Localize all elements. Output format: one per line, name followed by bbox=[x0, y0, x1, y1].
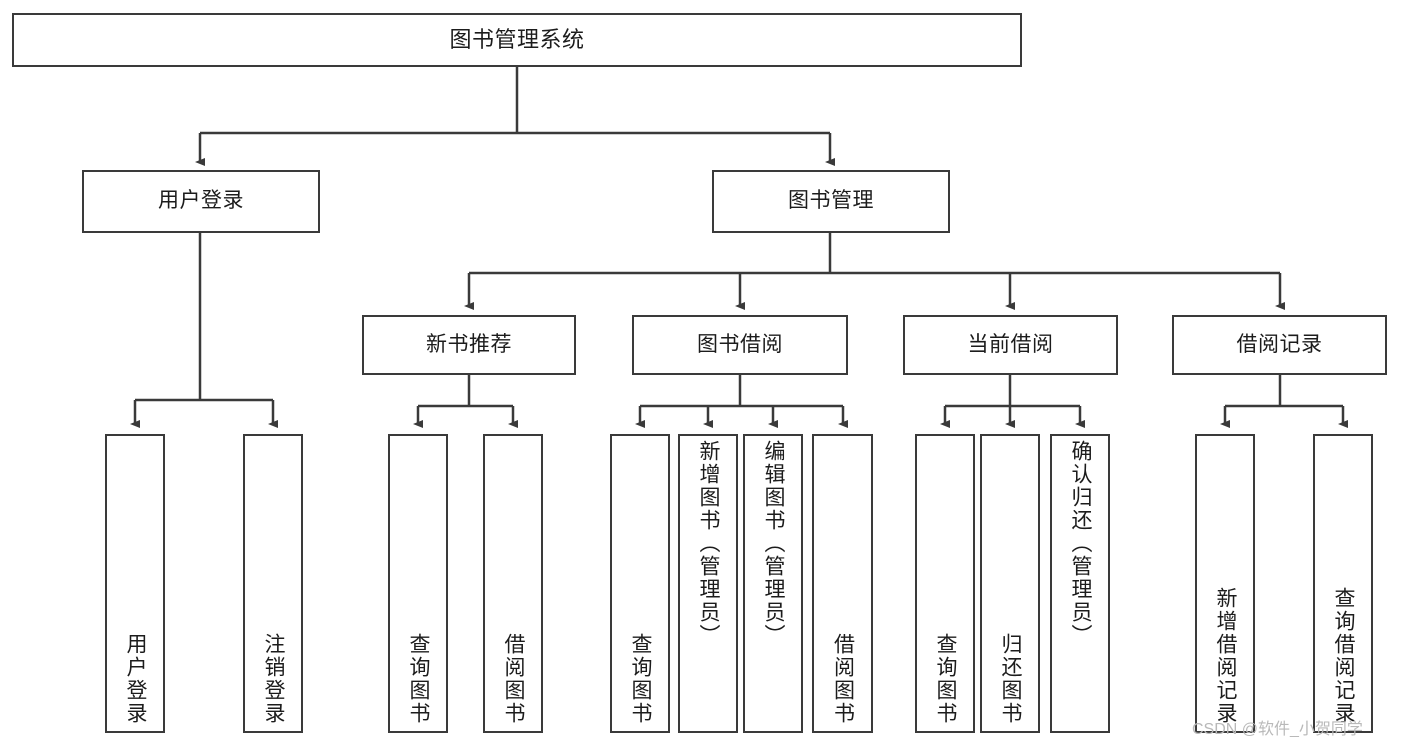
leaf-borrow-record-add[interactable]: 新增借阅记录 bbox=[1195, 434, 1255, 733]
leaf-book-borrow-borrow[interactable]: 借阅图书 bbox=[812, 434, 873, 733]
node-label: 图书管理 bbox=[788, 189, 874, 213]
leaf-book-borrow-edit[interactable]: 编辑图书（管理员） bbox=[743, 434, 803, 733]
leaf-current-borrow-confirm[interactable]: 确认归还（管理员） bbox=[1050, 434, 1110, 733]
node-label: 编辑图书（管理员） bbox=[762, 440, 786, 647]
leaf-current-borrow-return[interactable]: 归还图书 bbox=[980, 434, 1040, 733]
node-label: 查询图书 bbox=[629, 633, 653, 725]
leaf-new-book-borrow[interactable]: 借阅图书 bbox=[483, 434, 543, 733]
node-label: 新书推荐 bbox=[426, 332, 512, 356]
node-user-login[interactable]: 用户登录 bbox=[82, 170, 320, 233]
node-label: 注销登录 bbox=[262, 633, 286, 725]
node-label: 用户登录 bbox=[158, 189, 244, 213]
node-book-management[interactable]: 图书管理 bbox=[712, 170, 950, 233]
node-book-borrow[interactable]: 图书借阅 bbox=[632, 315, 848, 375]
node-label: 借阅记录 bbox=[1236, 332, 1323, 356]
node-label: 新增借阅记录 bbox=[1214, 587, 1238, 725]
leaf-borrow-record-query[interactable]: 查询借阅记录 bbox=[1313, 434, 1373, 733]
node-label: 图书借阅 bbox=[697, 332, 783, 356]
leaf-user-login-login[interactable]: 用户登录 bbox=[105, 434, 165, 733]
node-root-system[interactable]: 图书管理系统 bbox=[12, 13, 1022, 67]
node-label: 当前借阅 bbox=[967, 332, 1054, 356]
watermark-text: CSDN @软件_小贺同学 bbox=[1192, 721, 1363, 738]
node-label: 用户登录 bbox=[124, 633, 148, 725]
node-label: 新增图书（管理员） bbox=[697, 440, 721, 647]
leaf-current-borrow-query[interactable]: 查询图书 bbox=[915, 434, 975, 733]
node-label: 归还图书 bbox=[999, 633, 1023, 725]
node-label: 借阅图书 bbox=[831, 633, 855, 725]
leaf-book-borrow-add[interactable]: 新增图书（管理员） bbox=[678, 434, 738, 733]
node-borrow-record[interactable]: 借阅记录 bbox=[1172, 315, 1387, 375]
node-new-book-recommend[interactable]: 新书推荐 bbox=[362, 315, 576, 375]
node-label: 查询借阅记录 bbox=[1332, 587, 1356, 725]
node-label: 查询图书 bbox=[407, 633, 431, 725]
leaf-book-borrow-query[interactable]: 查询图书 bbox=[610, 434, 670, 733]
node-label: 确认归还（管理员） bbox=[1069, 440, 1093, 647]
node-label: 查询图书 bbox=[934, 633, 958, 725]
node-label: 图书管理系统 bbox=[449, 27, 585, 53]
leaf-user-login-logout[interactable]: 注销登录 bbox=[243, 434, 303, 733]
node-current-borrow[interactable]: 当前借阅 bbox=[903, 315, 1118, 375]
node-label: 借阅图书 bbox=[502, 633, 526, 725]
leaf-new-book-query[interactable]: 查询图书 bbox=[388, 434, 448, 733]
